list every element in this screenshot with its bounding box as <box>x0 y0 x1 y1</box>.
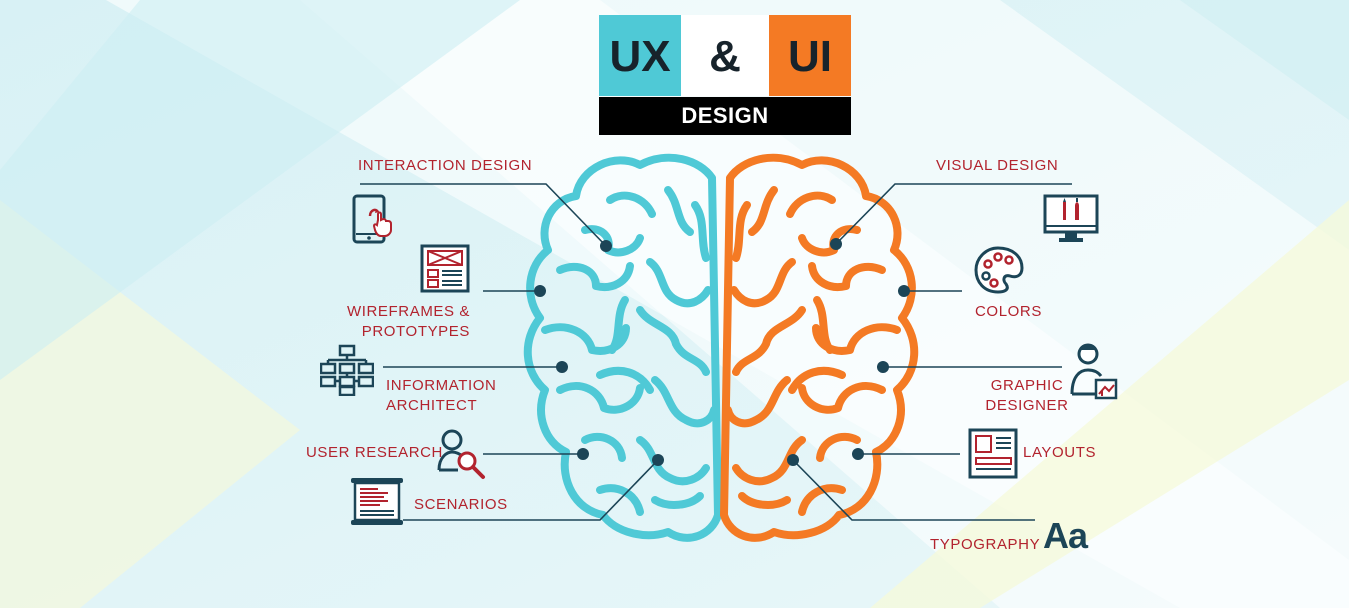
label-scenarios: SCENARIOS <box>414 496 508 513</box>
label-line: PROTOTYPES <box>361 323 470 340</box>
label-line: ARCHITECT <box>386 397 478 414</box>
ui-connector-dots <box>787 238 910 466</box>
label-information-architect: INFORMATION ARCHITECT <box>386 376 496 416</box>
label-wireframes-prototypes: WIREFRAMES & PROTOTYPES <box>340 302 470 342</box>
left-hemisphere <box>523 153 722 542</box>
label-user-research: USER RESEARCH <box>306 444 443 461</box>
monitor-tools-icon <box>1043 194 1099 242</box>
label-line: WIREFRAMES & <box>346 303 470 320</box>
label-line: DESIGNER <box>985 397 1069 414</box>
title-ampersand: & <box>681 15 769 96</box>
label-line: GRAPHIC <box>990 377 1064 394</box>
title-ui: UI <box>769 15 851 96</box>
designer-icon <box>1070 343 1118 400</box>
typography-icon: Aa <box>1043 515 1088 556</box>
ui-connectors <box>792 183 1072 521</box>
layout-icon <box>968 428 1018 479</box>
title-block: UX & UI DESIGN <box>599 15 851 135</box>
title-design: DESIGN <box>599 97 851 135</box>
label-layouts: LAYOUTS <box>1023 444 1097 461</box>
palette-icon <box>974 246 1024 294</box>
label-line: INFORMATION <box>386 377 497 394</box>
tablet-touch-icon <box>352 194 392 244</box>
label-visual-design: VISUAL DESIGN <box>936 157 1059 174</box>
label-interaction-design: INTERACTION DESIGN <box>358 157 533 174</box>
user-search-icon <box>437 429 485 479</box>
wireframe-icon <box>420 244 470 293</box>
label-colors: COLORS <box>975 303 1042 320</box>
ux-connectors <box>360 183 659 521</box>
ux-connector-dots <box>534 240 664 466</box>
right-hemisphere <box>720 153 919 542</box>
title-ux: UX <box>599 15 681 96</box>
sitemap-icon <box>320 344 374 396</box>
label-graphic-designer: GRAPHIC DESIGNER <box>975 376 1079 416</box>
scroll-document-icon <box>351 478 403 525</box>
label-typography: TYPOGRAPHY <box>930 536 1041 553</box>
